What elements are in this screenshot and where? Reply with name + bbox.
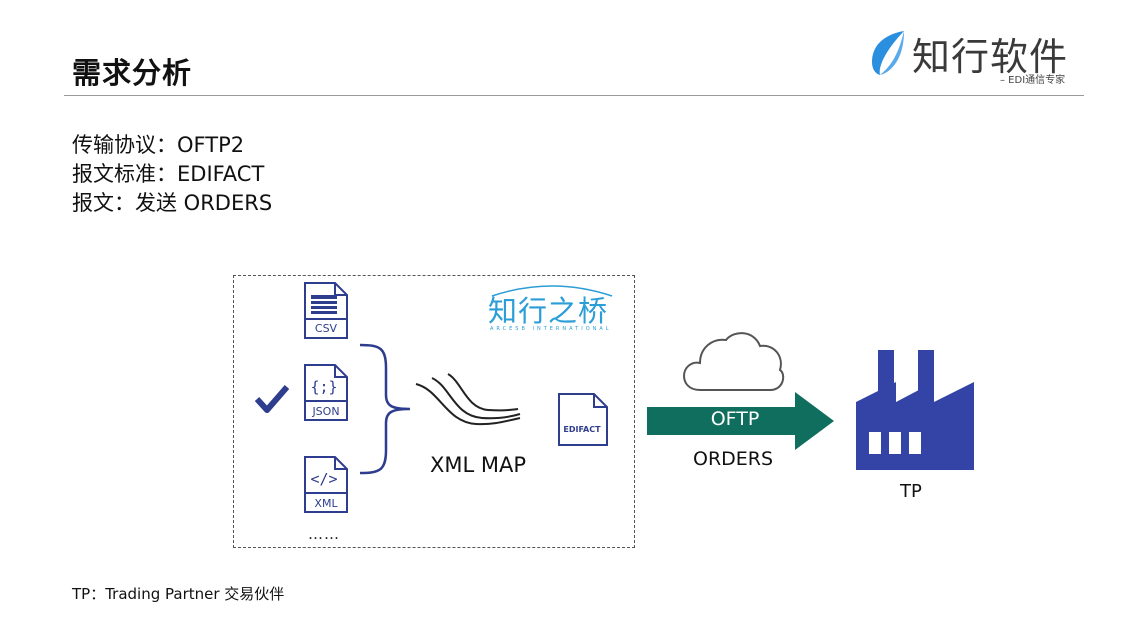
- bridge-logo-subtitle: ARCESB INTERNATIONAL: [490, 326, 612, 332]
- requirement-message: 报文：发送 ORDERS: [72, 191, 273, 215]
- brace-icon: [359, 343, 411, 475]
- svg-text:{;}: {;}: [310, 378, 337, 396]
- oftp-arrow-icon: [647, 392, 834, 450]
- bridge-arc-icon: [491, 285, 613, 297]
- orders-message-label: ORDERS: [693, 448, 774, 470]
- header-divider: [64, 95, 1084, 96]
- csv-file-icon: [304, 282, 348, 339]
- csv-file-label: CSV: [314, 322, 338, 335]
- trading-partner-label: TP: [900, 481, 922, 502]
- xml-file-icon: </>: [304, 456, 348, 513]
- xml-file-label: XML: [314, 497, 338, 510]
- mapping-frame: [233, 275, 635, 548]
- more-formats-ellipsis: ……: [308, 525, 340, 543]
- bridge-logo-name: 知行之桥: [488, 294, 609, 328]
- requirement-protocol: 传输协议：OFTP2: [72, 133, 245, 157]
- page-title: 需求分析: [72, 56, 193, 90]
- requirement-standard: 报文标准：EDIFACT: [72, 162, 265, 186]
- company-logo-name: 知行软件: [912, 35, 1069, 79]
- edifact-file-label: EDIFACT: [563, 425, 601, 434]
- footnote: TP：Trading Partner 交易伙伴: [72, 585, 285, 603]
- edifact-file-icon: [558, 393, 608, 446]
- mapping-curves-icon: [415, 373, 521, 426]
- json-file-icon: {;}: [304, 364, 348, 421]
- cloud-icon: [682, 332, 785, 391]
- svg-text:</>: </>: [310, 470, 337, 488]
- factory-icon: [856, 350, 974, 470]
- xml-map-label: XML MAP: [430, 453, 527, 477]
- leaf-logo-icon: [872, 31, 904, 75]
- checkmark-icon: [255, 385, 289, 413]
- oftp-protocol-label: OFTP: [710, 408, 760, 430]
- company-logo-tagline: – EDI通信专家: [1000, 75, 1066, 86]
- json-file-label: JSON: [312, 405, 340, 418]
